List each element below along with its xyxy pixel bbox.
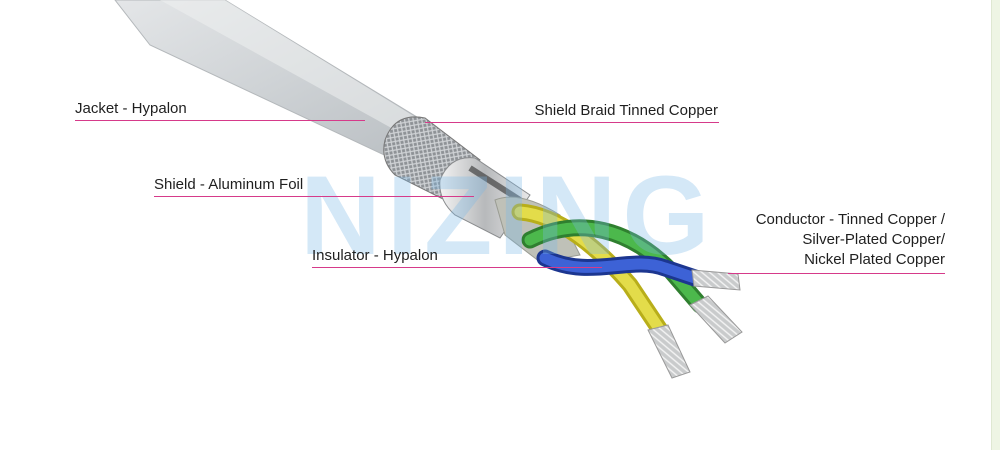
- leader-conductor: [728, 273, 945, 274]
- label-insulator: Insulator - Hypalon: [312, 247, 438, 264]
- blue-wire: [536, 249, 741, 291]
- leader-insulator: [312, 267, 602, 268]
- label-conductor-line1: Conductor - Tinned Copper /: [755, 211, 945, 228]
- label-jacket: Jacket - Hypalon: [75, 100, 187, 117]
- label-conductor-line3: Nickel Plated Copper: [804, 251, 945, 268]
- leader-jacket: [75, 120, 365, 121]
- label-shield-foil: Shield - Aluminum Foil: [154, 176, 304, 193]
- label-conductor-line2: Silver-Plated Copper/: [802, 231, 945, 248]
- jacket-section: [114, 0, 431, 161]
- label-shield-braid: Shield Braid Tinned Copper: [534, 102, 718, 119]
- yellow-wire: [511, 203, 691, 379]
- leader-shield-foil: [154, 196, 474, 197]
- brand-watermark: NIZING: [300, 153, 716, 278]
- page-edge-strip: [991, 0, 1000, 450]
- leader-shield-braid: [425, 122, 719, 123]
